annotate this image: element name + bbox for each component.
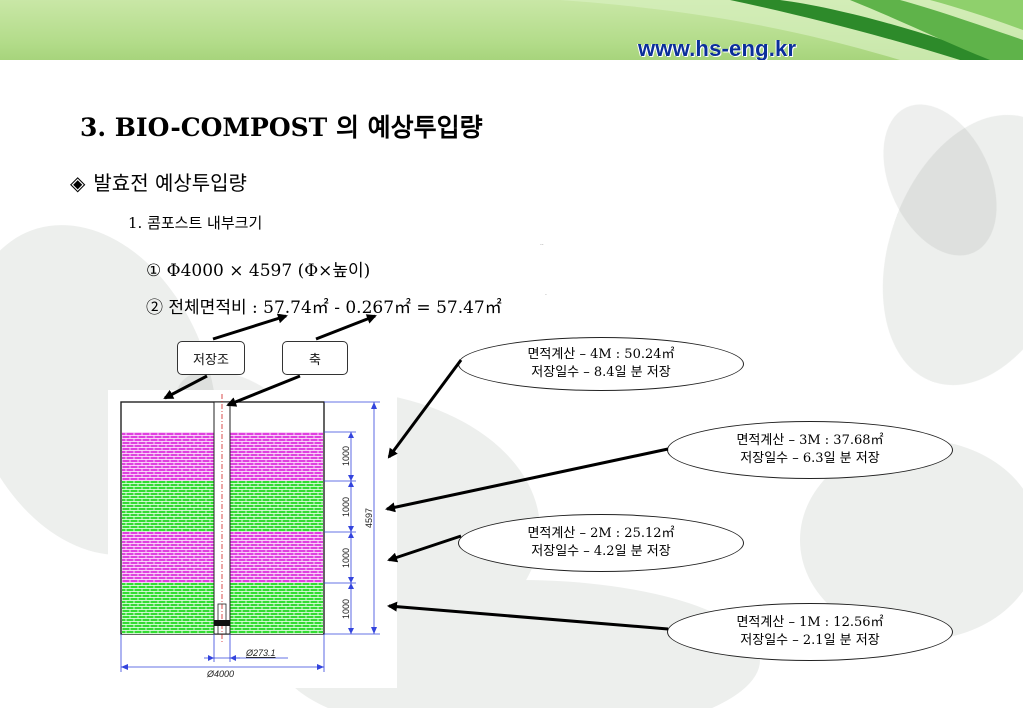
callout-days-text: 저장일수 – 8.4일 분 저장 xyxy=(531,365,671,380)
callout-area-text: 면적계산 – 3M : 37.68㎡ xyxy=(736,433,884,448)
sub-heading: 1. 콤포스트 내부크기 xyxy=(128,214,263,232)
shaft-label: 축 xyxy=(282,341,348,375)
callout-days-text: 저장일수 – 4.2일 분 저장 xyxy=(531,544,671,559)
shaft-diameter-dim: Ø273.1 xyxy=(245,648,276,658)
layer-4-dim: 1000 xyxy=(341,599,351,619)
stray-mark: . xyxy=(545,290,547,297)
area-ratio-spec: ② 전체면적비 : 57.74㎡ - 0.267㎡ = 57.47㎡ xyxy=(146,298,502,318)
layer-1-dim: 1000 xyxy=(341,446,351,466)
callout-1m: 면적계산 – 1M : 12.56㎡ 저장일수 – 2.1일 분 저장 xyxy=(667,603,953,661)
diamond-bullet-icon: ◈ xyxy=(70,171,86,195)
callout-2m: 면적계산 – 2M : 25.12㎡ 저장일수 – 4.2일 분 저장 xyxy=(458,514,744,572)
header-bar: www.hs-eng.kr xyxy=(0,0,1023,60)
bullet-text: 발효전 예상투입량 xyxy=(93,171,247,195)
slide-title: 3. BIO-COMPOST 의 예상투입량 xyxy=(80,113,483,142)
callout-area-text: 면적계산 – 1M : 12.56㎡ xyxy=(736,615,884,630)
layer-3-dim: 1000 xyxy=(341,548,351,568)
tank-drawing-panel: 1000 1000 1000 1000 4597 Ø273.1 Ø4000 xyxy=(108,390,397,688)
stray-mark: .. xyxy=(540,240,544,247)
callout-4m: 면적계산 – 4M : 50.24㎡ 저장일수 – 8.4일 분 저장 xyxy=(458,337,744,391)
total-height-dim: 4597 xyxy=(364,508,374,528)
dimension-spec: ① Φ4000 × 4597 (Φ×높이) xyxy=(146,261,371,281)
callout-area-text: 면적계산 – 2M : 25.12㎡ xyxy=(527,526,675,541)
storage-tank-label: 저장조 xyxy=(177,341,245,375)
leaf-decoration xyxy=(560,0,1023,60)
tank-cross-section: 1000 1000 1000 1000 4597 Ø273.1 Ø4000 xyxy=(120,394,380,679)
callout-area-text: 면적계산 – 4M : 50.24㎡ xyxy=(527,347,675,362)
callout-3m: 면적계산 – 3M : 37.68㎡ 저장일수 – 6.3일 분 저장 xyxy=(667,421,953,479)
callout-days-text: 저장일수 – 2.1일 분 저장 xyxy=(740,633,880,648)
callout-days-text: 저장일수 – 6.3일 분 저장 xyxy=(740,451,880,466)
bullet-heading: ◈ 발효전 예상투입량 xyxy=(70,167,247,196)
tank-diameter-dim: Ø4000 xyxy=(206,669,234,679)
site-url[interactable]: www.hs-eng.kr xyxy=(638,36,797,60)
layer-2-dim: 1000 xyxy=(341,497,351,517)
